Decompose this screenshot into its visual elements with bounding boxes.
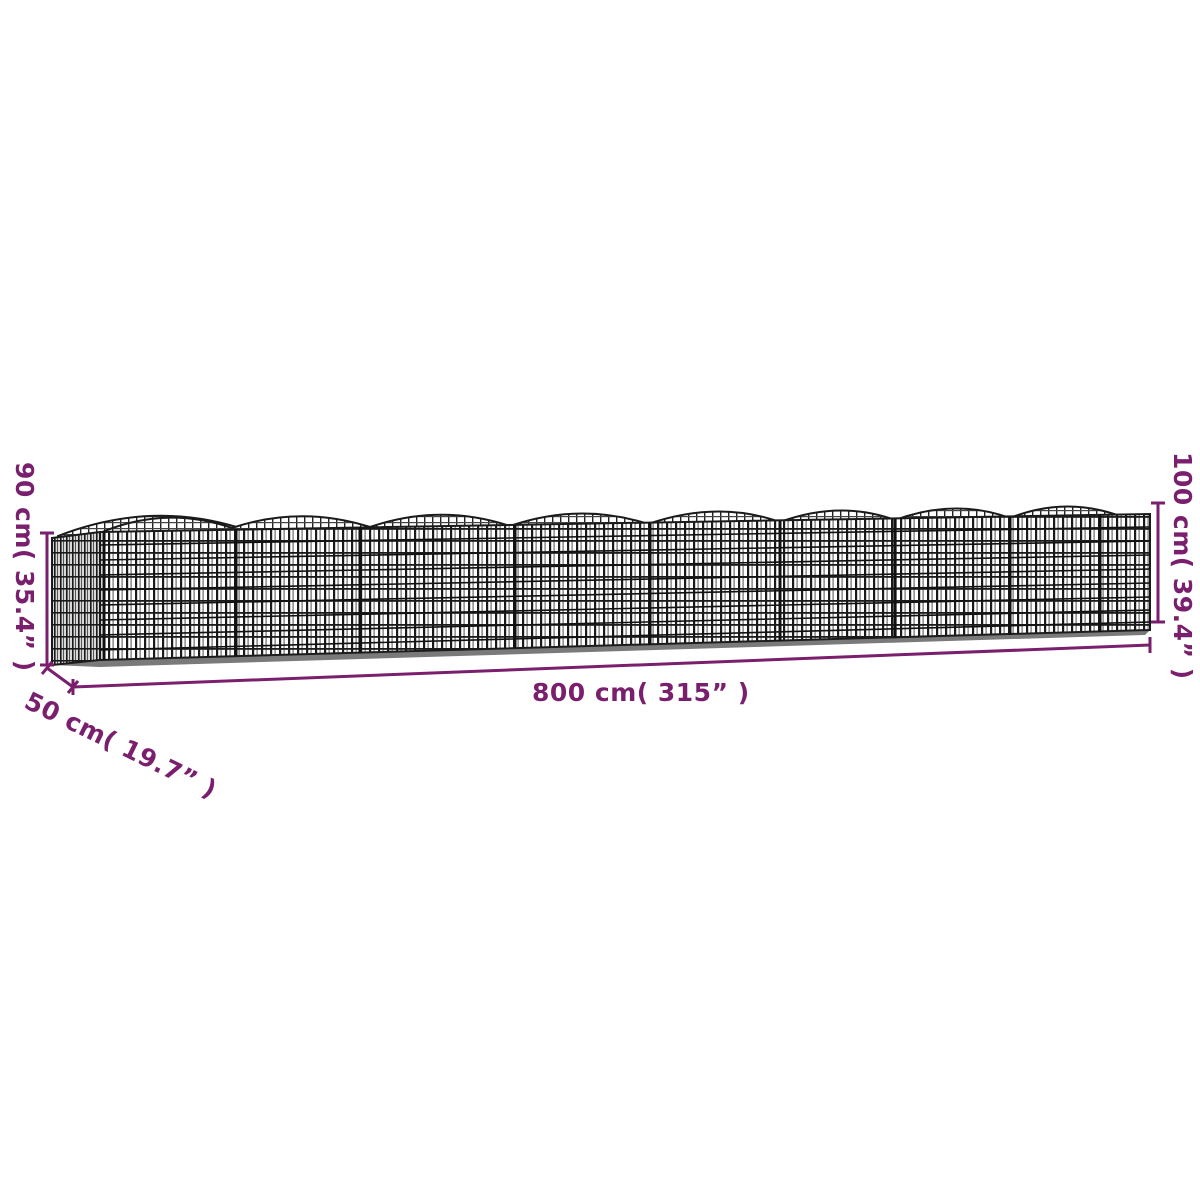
width-dimension-line <box>72 643 1151 689</box>
gabion-body <box>51 512 1151 667</box>
horizontal-wires <box>99 526 1151 651</box>
width-label: 800 cm( 315” ) <box>532 678 750 707</box>
height-right-label: 100 cm( 39.4” ) <box>1168 452 1197 680</box>
depth-dimension-line <box>46 666 74 689</box>
segment-dividers <box>102 515 1102 660</box>
dimension-lines <box>40 501 1165 695</box>
height-left-label: 90 cm( 35.4” ) <box>10 462 39 672</box>
